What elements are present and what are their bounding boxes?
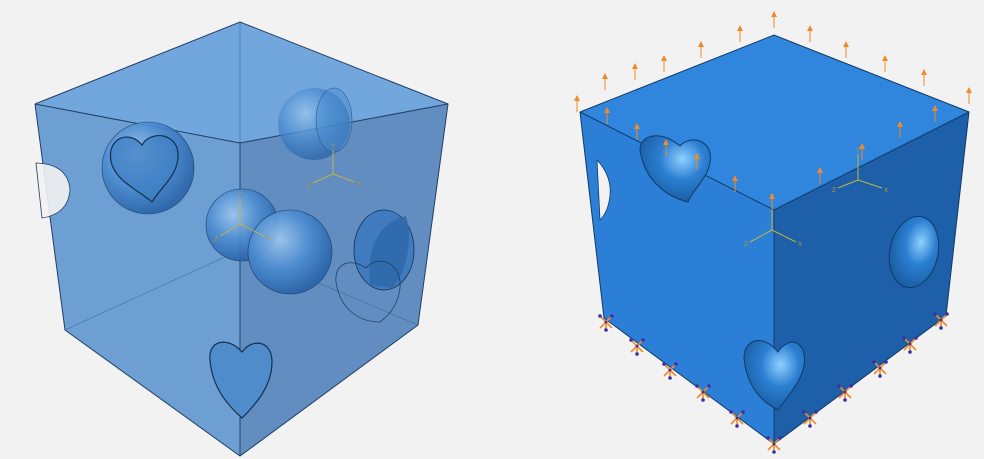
edge-cutout — [35, 162, 71, 219]
axis-x-label: X — [357, 181, 361, 188]
load-arrow-icon — [573, 94, 581, 113]
heart-cutout — [209, 341, 273, 419]
cube-right-face — [240, 104, 448, 456]
cube-left-face — [35, 104, 240, 456]
load-arrow-icon — [881, 54, 889, 73]
load-arrow-icon — [806, 24, 814, 43]
axis-z-label: Z — [214, 236, 218, 243]
load-arrow-icon — [965, 86, 973, 105]
load-arrow-icon — [770, 10, 778, 29]
axis-x-label: X — [798, 241, 802, 248]
heart-void-outline — [335, 260, 401, 323]
coordinate-triad-icon: Y X Z — [307, 143, 361, 190]
axis-z-label: Z — [307, 183, 311, 190]
load-arrow-icon — [697, 40, 705, 59]
cube-top-face — [580, 35, 969, 210]
face-hole-shade — [369, 216, 409, 288]
load-arrow-icon — [842, 40, 850, 59]
axis-z-label: Z — [744, 241, 748, 248]
spherical-void — [247, 209, 333, 295]
load-arrow-icon — [920, 68, 928, 87]
load-arrow-icon — [660, 54, 668, 73]
coordinate-triad-icon: Y X Z — [832, 147, 888, 194]
load-arrow-icon — [601, 72, 609, 91]
axis-y-label: Y — [237, 191, 242, 198]
face-hole — [888, 215, 940, 289]
loaded-cube-view: Y X Z Y X Z — [573, 10, 973, 455]
load-arrow-icon — [631, 62, 639, 81]
axis-x-label: X — [266, 235, 270, 242]
axis-z-label: Z — [832, 187, 836, 194]
axis-y-label: Y — [330, 143, 335, 150]
cube-left-face — [580, 112, 774, 444]
heart-void — [109, 135, 179, 203]
coordinate-triad-icon: Y X Z — [214, 191, 270, 243]
load-arrow-icon — [736, 24, 744, 43]
heart-cutout — [743, 340, 806, 411]
heart-cutout — [639, 135, 711, 203]
transparent-cube-view: Y X Z Y X Z — [34, 21, 449, 457]
sphere-cut-rim — [315, 87, 353, 153]
axis-x-label: X — [884, 187, 888, 194]
axis-y-label: Y — [855, 147, 860, 154]
cube-right-face — [774, 112, 969, 444]
edge-cutout — [596, 158, 611, 221]
cube-outline — [34, 21, 449, 457]
